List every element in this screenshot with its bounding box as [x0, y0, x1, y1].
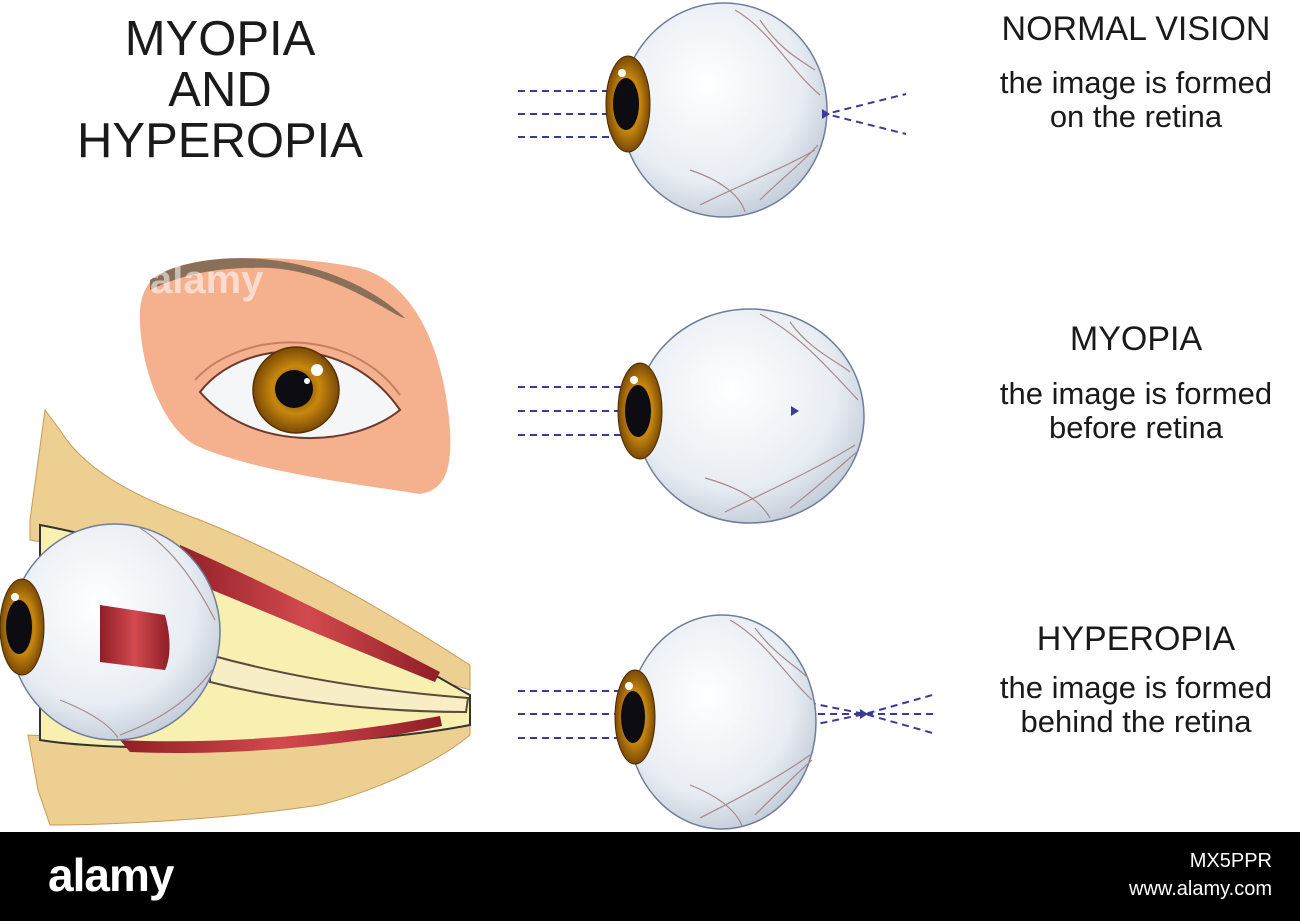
eyeball [620, 2, 828, 218]
illustration [0, 2, 937, 830]
eye-muscle-insert [100, 605, 170, 670]
focal-point [791, 406, 799, 416]
brand-logo: alamy [48, 849, 174, 901]
eye-highlight [618, 69, 626, 77]
retina-vessels [59, 527, 216, 739]
description-line: behind the retina [1020, 704, 1252, 739]
myopia-eye-diagram [518, 308, 865, 524]
description-line: the image is formed [999, 65, 1273, 100]
myopia-heading: MYOPIA [1069, 320, 1203, 358]
retina-vessels [689, 619, 813, 827]
hyperopia-description: the image is formed behind the retina [972, 671, 1300, 739]
title-line: HYPEROPIA [77, 114, 363, 168]
eyebrow [150, 258, 405, 318]
description-line: before retina [1048, 410, 1224, 445]
eye-socket-cross-section [0, 408, 471, 826]
watermark-text: alamy [150, 258, 264, 302]
pupil [621, 691, 645, 743]
eye-highlight [304, 378, 310, 384]
upper-muscle [175, 545, 440, 682]
hyperopia-heading: HYPEROPIA [1036, 620, 1236, 658]
eyelid-crease [194, 341, 401, 396]
eye-highlight [11, 593, 19, 601]
normal-eye-diagram [518, 2, 907, 218]
lower-muscle [120, 716, 442, 753]
footer-bar: alamy MX5PPR www.alamy.com [0, 832, 1300, 921]
normal-vision-description: the image is formed on the retina [972, 66, 1300, 134]
eye-highlight [630, 376, 638, 384]
description-line: the image is formed [999, 376, 1273, 411]
pupil [275, 370, 313, 408]
pupil [625, 385, 651, 437]
focal-point [822, 109, 830, 119]
normal-vision-heading: NORMAL VISION [1001, 10, 1271, 48]
title-line: AND [168, 63, 272, 117]
myopia-description: the image is formed before retina [972, 377, 1300, 445]
eyeball [635, 308, 865, 524]
pupil [6, 600, 32, 654]
retina-vessels [704, 313, 859, 519]
retina-vessels [689, 9, 821, 213]
eye-highlight [311, 364, 323, 376]
description-line: on the retina [1049, 99, 1223, 134]
focal-point [860, 709, 868, 719]
eye-highlight [625, 682, 633, 690]
optic-nerve [209, 653, 470, 714]
frontal-eye [139, 257, 451, 494]
site-url: www.alamy.com [1129, 878, 1272, 900]
image-id: MX5PPR [1189, 850, 1272, 872]
description-line: the image is formed [999, 670, 1273, 705]
title-line: MYOPIA [124, 12, 316, 66]
eyeball [627, 614, 817, 830]
pupil [613, 78, 639, 130]
main-title: MYOPIA AND HYPEROPIA [40, 14, 400, 167]
hyperopia-eye-diagram [518, 614, 937, 830]
